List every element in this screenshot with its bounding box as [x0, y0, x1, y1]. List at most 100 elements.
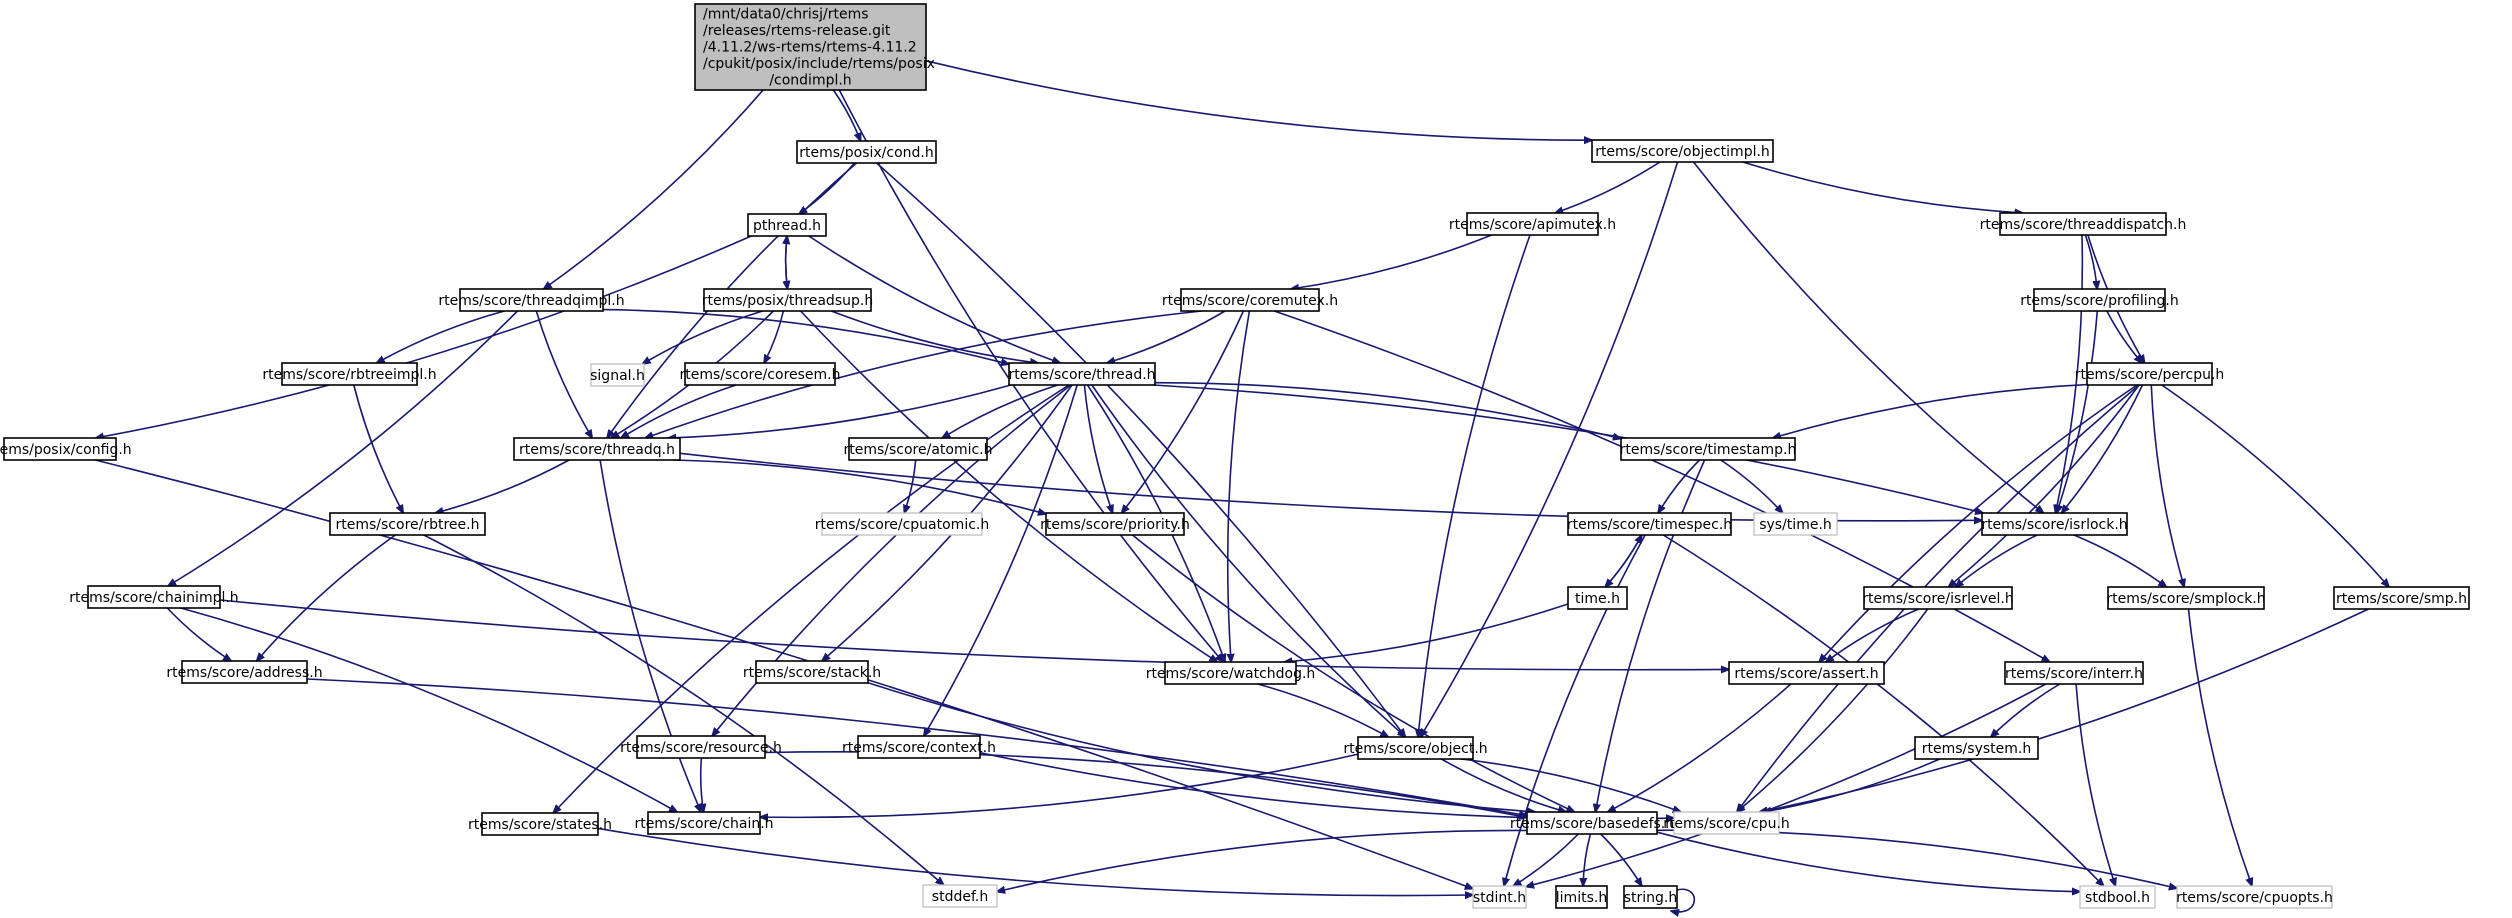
node-timestamp[interactable]: rtems/score/timestamp.h	[1620, 437, 1797, 461]
node-pthread[interactable]: pthread.h	[747, 213, 827, 237]
edge-threadsup-to-pthread	[786, 236, 788, 290]
node-threaddispatch[interactable]: rtems/score/threaddispatch.h	[1980, 212, 2187, 236]
edge-timespec-to-stdbool	[1662, 534, 2103, 886]
node-label: rtems/score/watchdog.h	[1146, 666, 1316, 682]
node-object[interactable]: rtems/score/object.h	[1343, 736, 1488, 760]
node-address[interactable]: rtems/score/address.h	[166, 660, 323, 684]
node-thread[interactable]: rtems/score/thread.h	[1008, 362, 1156, 386]
node-coremutex[interactable]: rtems/score/coremutex.h	[1162, 288, 1338, 312]
node-chainimpl[interactable]: rtems/score/chainimpl.h	[69, 585, 239, 609]
edge-threadq-to-chain	[599, 459, 701, 812]
edge-timeh-to-watchdog	[1284, 603, 1569, 662]
edge-threadq-to-isrlock	[679, 452, 1982, 521]
node-basedefs[interactable]: rtems/score/basedefs.h	[1510, 811, 1674, 835]
node-label: rtems/score/cpuatomic.h	[815, 517, 989, 533]
node-threadqimpl[interactable]: rtems/score/threadqimpl.h	[438, 288, 625, 312]
node-systime[interactable]: sys/time.h	[1753, 512, 1838, 536]
edge-root-to-threadqimpl	[544, 89, 764, 289]
edge-percpu-to-isrlevel	[1948, 384, 2140, 587]
edge-percpu-to-assert	[1819, 384, 2138, 662]
node-box	[1555, 885, 1608, 909]
node-threadsup[interactable]: rtems/posix/threadsup.h	[702, 288, 873, 312]
node-isrlevel[interactable]: rtems/score/isrlevel.h	[1862, 586, 2014, 610]
node-limits[interactable]: limits.h	[1555, 885, 1608, 909]
node-box	[1008, 362, 1156, 386]
edge-percpu-to-timestamp	[1773, 383, 2088, 438]
node-box	[2107, 586, 2265, 610]
node-resource[interactable]: rtems/score/resource.h	[620, 735, 782, 759]
node-root[interactable]: /mnt/data0/chrisj/rtems/releases/rtems-r…	[694, 3, 935, 91]
node-percpu[interactable]: rtems/score/percpu.h	[2075, 362, 2225, 386]
node-interr[interactable]: rtems/score/interr.h	[2004, 661, 2144, 685]
edge-root-to-objectimpl	[925, 60, 1592, 140]
node-watchdog[interactable]: rtems/score/watchdog.h	[1146, 661, 1316, 685]
node-box	[1045, 512, 1185, 536]
node-rbtreeimpl[interactable]: rtems/score/rbtreeimpl.h	[262, 362, 437, 386]
node-threadq[interactable]: rtems/score/threadq.h	[513, 437, 681, 461]
edge-interr-to-stdbool	[2075, 683, 2115, 886]
node-smplock[interactable]: rtems/score/smplock.h	[2106, 586, 2266, 610]
node-stdint[interactable]: stdint.h	[1472, 885, 1527, 909]
node-cpu[interactable]: rtems/score/cpu.h	[1663, 811, 1790, 835]
node-box	[329, 512, 486, 536]
node-timeh[interactable]: time.h	[1567, 586, 1628, 610]
edge-threadqimpl-to-thread	[602, 308, 1009, 365]
node-cpuatomic[interactable]: rtems/score/cpuatomic.h	[815, 512, 989, 536]
node-box	[2333, 586, 2470, 610]
edge-interr-to-system	[1991, 683, 2061, 737]
node-objectimpl[interactable]: rtems/score/objectimpl.h	[1591, 139, 1774, 163]
node-label: rtems/score/rbtree.h	[336, 517, 480, 533]
node-apimutex[interactable]: rtems/score/apimutex.h	[1449, 212, 1616, 236]
node-box	[747, 213, 827, 237]
edge-basedefs-to-string	[1600, 833, 1642, 886]
node-stddef[interactable]: stddef.h	[922, 884, 998, 908]
edge-config-to-stdint	[95, 459, 1473, 889]
node-box	[2033, 288, 2166, 312]
node-context[interactable]: rtems/score/context.h	[842, 735, 996, 759]
node-priority[interactable]: rtems/score/priority.h	[1040, 512, 1190, 536]
node-label: limits.h	[1556, 890, 1607, 906]
node-label: rtems/score/timestamp.h	[1620, 442, 1797, 458]
edge-root-to-cond	[832, 89, 860, 141]
node-config[interactable]: rtems/posix/config.h	[0, 437, 132, 461]
edge-smplock-to-cpuopts	[2187, 608, 2253, 886]
node-string[interactable]: string.h	[1623, 885, 1678, 909]
node-label: rtems/score/rbtreeimpl.h	[262, 367, 436, 383]
edge-object-to-basedefs	[1441, 758, 1566, 812]
node-profiling[interactable]: rtems/score/profiling.h	[2020, 288, 2179, 312]
edge-thread-to-object	[1091, 384, 1406, 737]
node-atomic[interactable]: rtems/score/atomic.h	[843, 437, 993, 461]
node-box	[1466, 212, 1599, 236]
node-label: rtems/score/coresem.h	[679, 367, 840, 383]
edge-rbtree-to-address	[257, 534, 396, 661]
edge-watchdog-to-object	[1257, 683, 1389, 737]
node-stack[interactable]: rtems/score/stack.h	[743, 660, 881, 684]
node-box	[1567, 586, 1628, 610]
node-isrlock[interactable]: rtems/score/isrlock.h	[1981, 512, 2128, 536]
edge-objectimpl-to-isrlock	[1692, 161, 2044, 513]
node-rbtree[interactable]: rtems/score/rbtree.h	[329, 512, 486, 536]
node-label: rtems/score/cpuopts.h	[2176, 890, 2333, 906]
edge-coremutex-to-watchdog	[1228, 310, 1251, 662]
node-timespec[interactable]: rtems/score/timespec.h	[1567, 512, 1732, 536]
node-coresem[interactable]: rtems/score/coresem.h	[679, 362, 841, 386]
edge-object-to-chain	[760, 753, 1359, 817]
node-smp[interactable]: rtems/score/smp.h	[2333, 586, 2470, 610]
edge-percpu-to-smplock	[2150, 384, 2184, 587]
node-box	[684, 362, 836, 386]
edge-threadqimpl-to-rbtreeimpl	[377, 310, 505, 363]
edge-basedefs-to-stdint	[1513, 833, 1579, 886]
node-cond[interactable]: rtems/posix/cond.h	[796, 140, 937, 164]
node-system[interactable]: rtems/system.h	[1914, 736, 2039, 760]
node-cpuopts[interactable]: rtems/score/cpuopts.h	[2176, 885, 2333, 909]
node-assert[interactable]: rtems/score/assert.h	[1728, 661, 1885, 685]
edge-percpu-to-smp	[2161, 384, 2389, 587]
node-label: rtems/posix/threadsup.h	[702, 293, 873, 309]
node-signal[interactable]: signal.h	[590, 363, 645, 387]
node-box	[857, 735, 981, 759]
edge-thread-to-priority	[1083, 384, 1112, 513]
node-stdbool[interactable]: stdbool.h	[2079, 885, 2156, 909]
node-chain[interactable]: rtems/score/chain.h	[634, 811, 774, 835]
node-states[interactable]: rtems/score/states.h	[468, 812, 612, 836]
edge-thread-to-timestamp	[1154, 381, 1621, 439]
